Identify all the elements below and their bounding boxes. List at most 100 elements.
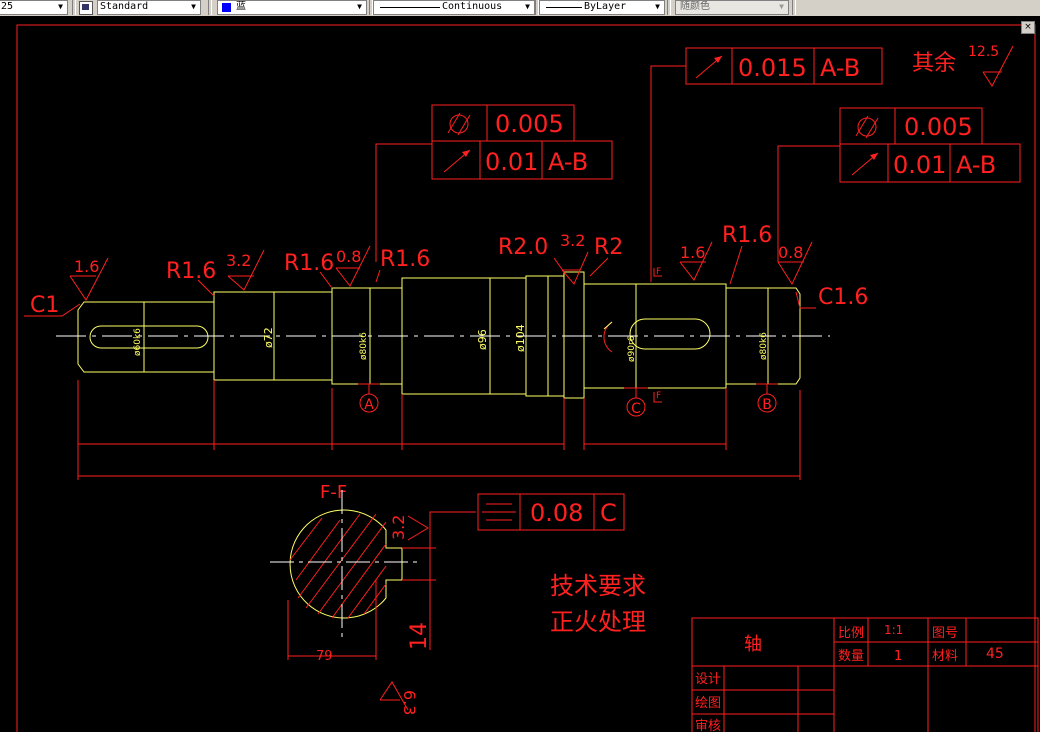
review-label: 审核 bbox=[695, 719, 721, 732]
tech-req-item: 正火处理 bbox=[550, 608, 646, 636]
drawing-canvas[interactable]: 其余 12.5 0.015 A-B 0.005 0.01 A-B bbox=[0, 16, 1040, 732]
linetype-dropdown[interactable]: Continuous ▼ bbox=[373, 0, 535, 15]
section-marks bbox=[653, 268, 662, 403]
line-sample-icon bbox=[546, 7, 582, 8]
section-mark-bottom: F bbox=[656, 391, 661, 401]
rough-1: 1.6 bbox=[74, 257, 99, 276]
rough-3: 0.8 bbox=[336, 247, 361, 266]
roughness-symbols bbox=[69, 241, 813, 301]
svg-text:ø80k6: ø80k6 bbox=[359, 332, 369, 360]
fcf-right-runout-tol: 0.01 bbox=[893, 151, 946, 179]
roughness-note-label: 其余 bbox=[912, 51, 956, 76]
length-dimensions bbox=[77, 380, 801, 480]
line-sample-icon bbox=[380, 7, 440, 8]
dim-keyway-width: 14 bbox=[407, 622, 432, 650]
cylindricity-icon bbox=[449, 114, 469, 134]
toolbar-separator bbox=[792, 0, 796, 15]
chevron-down-icon: ▼ bbox=[779, 2, 784, 11]
keyway-right bbox=[629, 318, 711, 350]
fcf-right-stack: 0.005 0.01 A-B bbox=[777, 107, 1021, 262]
fcf-left-runout-tol: 0.01 bbox=[485, 148, 538, 176]
roughness-symbol-icon bbox=[982, 45, 1014, 87]
toolbar-separator bbox=[667, 0, 671, 15]
fcf-right-runout-datum: A-B bbox=[956, 151, 996, 179]
radius-1: R1.6 bbox=[166, 259, 216, 284]
roughness-values: 1.6 3.2 0.8 3.2 1.6 0.8 bbox=[74, 231, 803, 276]
rough-2: 3.2 bbox=[226, 251, 251, 270]
shaft-outline bbox=[77, 271, 801, 399]
cylindricity-icon bbox=[857, 117, 877, 137]
cad-drawing: 其余 12.5 0.015 A-B 0.005 0.01 A-B bbox=[16, 24, 1039, 732]
rough-section: 3.2 bbox=[389, 515, 408, 540]
plot-style-dropdown[interactable]: 随颜色 ▼ bbox=[675, 0, 789, 15]
radius-6: R1.6 bbox=[722, 223, 772, 248]
chevron-down-icon: ▼ bbox=[525, 2, 530, 11]
chamfer-left: C1 bbox=[30, 293, 59, 318]
svg-text:ø90r6: ø90r6 bbox=[627, 335, 637, 362]
fcf-top-runout: 0.015 A-B bbox=[650, 47, 883, 282]
design-label: 设计 bbox=[695, 672, 721, 687]
datum-markers bbox=[358, 383, 778, 417]
keyway-left bbox=[89, 325, 209, 349]
chevron-down-icon: ▼ bbox=[655, 2, 660, 11]
chevron-down-icon: ▼ bbox=[58, 2, 63, 11]
fcf-top-datum: A-B bbox=[820, 54, 860, 82]
symmetry-icon bbox=[482, 503, 516, 521]
fcf-sym-datum: C bbox=[600, 499, 617, 527]
fcf-right-cyl-tol: 0.005 bbox=[904, 113, 973, 141]
part-name: 轴 bbox=[744, 634, 762, 655]
svg-text:ø80k6: ø80k6 bbox=[759, 332, 769, 360]
dim-104: ø104 bbox=[514, 324, 527, 352]
fcf-left-stack: 0.005 0.01 A-B bbox=[375, 104, 613, 262]
color-dropdown[interactable]: 蓝 ▼ bbox=[217, 0, 367, 15]
toolbar-separator bbox=[208, 0, 212, 15]
rough-6: 0.8 bbox=[778, 243, 803, 262]
radius-4: R2.0 bbox=[498, 235, 548, 260]
leader-lines bbox=[24, 245, 816, 317]
fcf-top-tol: 0.015 bbox=[738, 54, 807, 82]
text-style-dropdown[interactable]: Standard ▼ bbox=[97, 0, 201, 15]
title-block-text: 轴 比例 1:1 图号 数量 1 材料 45 设计 绘图 审核 bbox=[695, 623, 1004, 732]
drawing-border bbox=[16, 24, 1036, 732]
drawing-no-label: 图号 bbox=[932, 626, 958, 641]
material-value: 45 bbox=[986, 646, 1004, 662]
dim-96: ø96 bbox=[476, 329, 489, 350]
section-view bbox=[270, 490, 420, 640]
diameter-labels: ø60k6 ø72 ø80k6 ø96 ø104 ø90r6 ø80k6 bbox=[133, 324, 769, 362]
close-icon[interactable]: × bbox=[1021, 21, 1035, 34]
section-title: F-F bbox=[320, 482, 347, 503]
toolbar-separator bbox=[535, 0, 539, 15]
rough-bottom: 6.3 bbox=[400, 690, 419, 715]
radius-3: R1.6 bbox=[380, 247, 430, 272]
feature-labels: C1 C1.6 R1.6 R1.6 R1.6 R2.0 R2 R1.6 bbox=[30, 223, 868, 318]
section-mark-top: F bbox=[656, 267, 661, 277]
svg-text:ø60k6: ø60k6 bbox=[133, 328, 143, 356]
lineweight-dropdown[interactable]: ByLayer ▼ bbox=[539, 0, 665, 15]
datum-c: C bbox=[631, 401, 641, 417]
qty-value: 1 bbox=[894, 649, 902, 664]
toolbar-separator bbox=[369, 0, 373, 15]
section-dimensions bbox=[287, 511, 476, 711]
radius-5: R2 bbox=[594, 235, 623, 260]
toolbar-separator bbox=[72, 0, 76, 15]
color-swatch-icon bbox=[222, 3, 231, 12]
properties-toolbar: 25 ▼ Standard ▼ 蓝 ▼ Continuous ▼ ByLayer… bbox=[0, 0, 1040, 17]
dim-keyway-depth: 79 bbox=[316, 649, 333, 664]
chevron-down-icon: ▼ bbox=[191, 2, 196, 11]
rough-4: 3.2 bbox=[560, 231, 585, 250]
drawn-label: 绘图 bbox=[695, 696, 721, 711]
tech-req-title: 技术要求 bbox=[550, 572, 646, 600]
chamfer-right: C1.6 bbox=[818, 285, 868, 310]
fcf-symmetry: 0.08 C bbox=[477, 493, 625, 531]
dim-72: ø72 bbox=[262, 327, 275, 348]
scale-label: 比例 bbox=[838, 626, 864, 641]
scale-value: 1:1 bbox=[884, 623, 903, 637]
text-style-icon[interactable] bbox=[79, 1, 93, 15]
datum-letters: A C B bbox=[364, 397, 772, 417]
roughness-note-value: 12.5 bbox=[968, 44, 999, 60]
rough-5: 1.6 bbox=[680, 243, 705, 262]
scale-dropdown[interactable]: 25 ▼ bbox=[0, 0, 68, 15]
qty-label: 数量 bbox=[838, 649, 864, 664]
datum-a: A bbox=[364, 397, 374, 413]
datum-b: B bbox=[762, 397, 772, 413]
